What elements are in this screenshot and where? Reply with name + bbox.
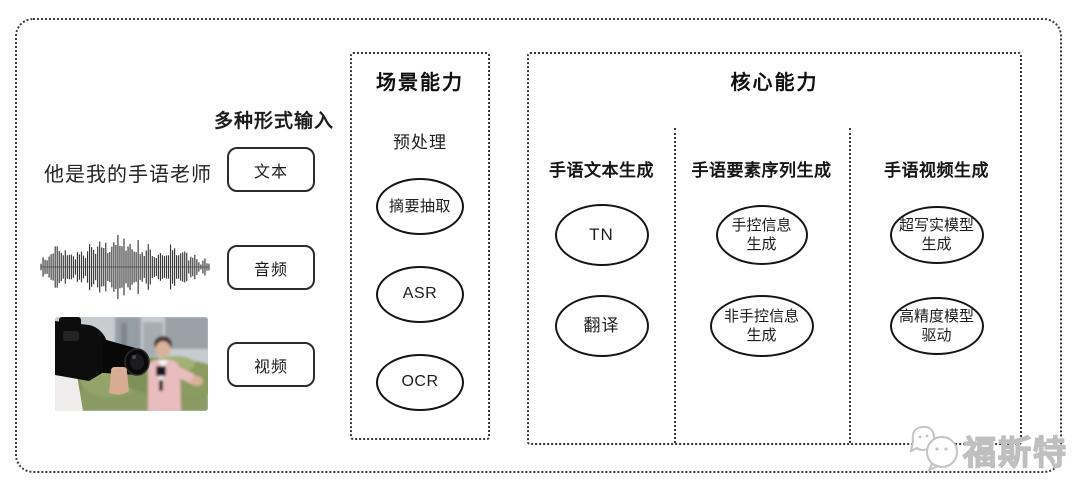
scene-capability-box: 场景能力 预处理 摘要抽取 ASR OCR: [350, 52, 490, 440]
outer-dashed-container: [15, 18, 1062, 473]
column-sign-video-generation: 手语视频生成 超写实模型 生成 高精度模型 驱动: [849, 54, 1024, 443]
photo-illustration: [55, 317, 208, 411]
input-type-video-label: 视频: [253, 358, 288, 376]
column-divider: [849, 128, 851, 443]
preprocess-label: 预处理: [393, 133, 447, 152]
column-divider: [674, 128, 676, 443]
reporter-video-thumbnail: [55, 317, 208, 411]
node-manual-info-generation: 手控信息 生成: [715, 205, 808, 265]
node-asr: ASR: [376, 266, 464, 323]
column-sign-element-sequence-generation: 手语要素序列生成 手控信息 生成 非手控信息 生成: [674, 54, 849, 443]
node-high-precision-model-driving: 高精度模型 驱动: [889, 297, 984, 355]
node-summary-extraction: 摘要抽取: [376, 178, 464, 235]
input-section-label: 多种形式输入: [213, 111, 334, 132]
column-header: 手语视频生成: [884, 161, 989, 180]
sample-sentence-text: 他是我的手语老师: [44, 164, 212, 186]
node-translation: 翻译: [554, 295, 649, 357]
input-type-audio-box: 音频: [227, 245, 315, 290]
node-ocr: OCR: [376, 354, 464, 411]
core-capability-box: 核心能力 手语文本生成 TN 翻译 手语要素序列生成 手控信息 生成 非手控信息…: [527, 52, 1022, 445]
node-non-manual-info-generation: 非手控信息 生成: [709, 295, 814, 357]
input-type-text-label: 文本: [253, 163, 288, 181]
column-header: 手语要素序列生成: [691, 161, 832, 180]
core-box-title: 核心能力: [730, 72, 819, 94]
audio-waveform-icon: [40, 234, 210, 300]
input-type-video-box: 视频: [227, 342, 315, 387]
column-sign-text-generation: 手语文本生成 TN 翻译: [529, 54, 674, 443]
scene-box-title: 场景能力: [376, 72, 464, 94]
input-type-audio-label: 音频: [253, 261, 288, 279]
node-hyperrealistic-model-generation: 超写实模型 生成: [889, 206, 984, 264]
column-header: 手语文本生成: [549, 161, 654, 180]
node-tn: TN: [554, 204, 649, 266]
input-type-text-box: 文本: [227, 147, 315, 192]
